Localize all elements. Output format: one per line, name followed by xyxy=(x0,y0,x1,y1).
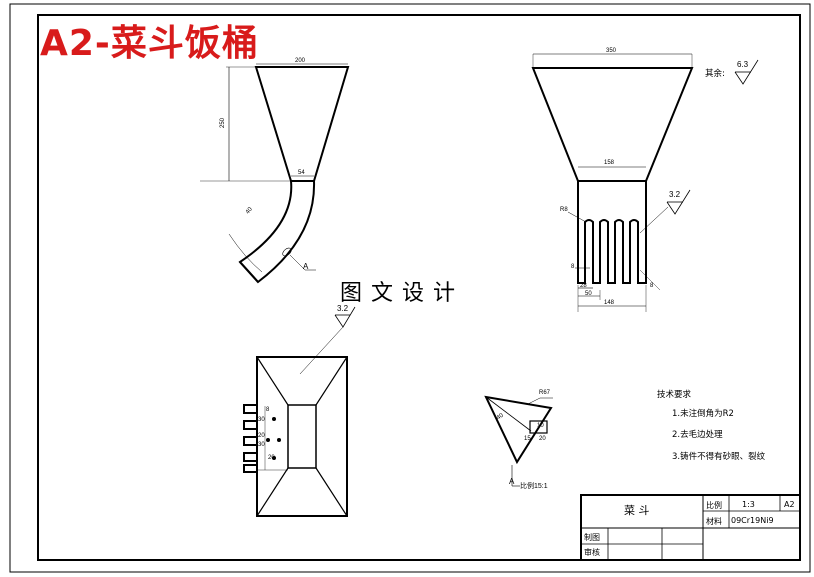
scale-value: 1:3 xyxy=(742,500,755,509)
dim-plan-d: 30 xyxy=(258,442,265,448)
tech-note-2: 2.去毛边处理 xyxy=(672,430,723,440)
dim-front-top-width: 200 xyxy=(295,58,306,64)
other-finish-label: 其余: xyxy=(705,69,725,79)
detail-view-a xyxy=(484,395,553,487)
scale-label: 比例 xyxy=(706,501,722,510)
material-value: 09Cr19Ni9 xyxy=(731,516,774,525)
tech-note-1: 1.未注倒角为R2 xyxy=(672,409,734,419)
dim-side-tooth-w3: 8 xyxy=(650,283,654,289)
dim-plan-e: 20 xyxy=(268,455,275,461)
tech-note-3: 3.铸件不得有砂眼、裂纹 xyxy=(672,452,766,462)
dim-front-neck: 54 xyxy=(298,170,305,176)
title-block xyxy=(580,494,801,561)
side-view xyxy=(531,53,694,312)
roughness-side-value: 3.2 xyxy=(669,190,681,199)
sheet-title: A2-菜斗饭桶 xyxy=(40,23,259,64)
dim-detail-c: 15 xyxy=(524,436,531,442)
dim-front-height: 250 xyxy=(220,117,227,129)
dim-side-total: 148 xyxy=(604,300,615,306)
dim-side-left: 8 xyxy=(571,264,575,270)
roughness-top-value: 3.2 xyxy=(337,304,349,313)
roughness-symbol-top xyxy=(299,306,356,375)
dim-detail-radius: R67 xyxy=(539,390,551,396)
top-view xyxy=(243,356,348,517)
watermark-text: 图文设计 xyxy=(340,281,465,306)
front-section-label: A xyxy=(303,262,309,271)
roughness-main-value: 6.3 xyxy=(737,60,749,69)
tech-notes-heading: 技术要求 xyxy=(657,390,692,400)
dim-detail-b: 10 xyxy=(537,423,544,429)
front-view xyxy=(200,63,350,284)
dim-side-tooth-w2: 50 xyxy=(585,291,592,297)
dim-side-radius: R8 xyxy=(560,207,568,213)
dim-side-neck-width: 158 xyxy=(604,160,615,166)
outer-frame xyxy=(9,3,811,573)
material-label: 材料 xyxy=(706,517,722,526)
drawn-label: 制图 xyxy=(584,533,600,542)
detail-label: A xyxy=(509,477,515,486)
dim-plan-a: 8 xyxy=(266,407,270,413)
inner-frame xyxy=(37,14,801,561)
roughness-symbol-side xyxy=(666,189,691,215)
roughness-symbol-main xyxy=(734,59,759,85)
dim-plan-c: 20 xyxy=(258,433,265,439)
dim-side-top-width: 350 xyxy=(606,48,617,54)
detail-scale: 比例15:1 xyxy=(520,483,548,490)
review-label: 审核 xyxy=(584,548,600,557)
sheet-size: A2 xyxy=(784,500,795,509)
part-name: 菜 斗 xyxy=(624,504,650,517)
dim-side-tooth-w1: 28 xyxy=(580,283,587,289)
dim-plan-b: 30 xyxy=(258,417,265,423)
dim-detail-d: 20 xyxy=(539,436,546,442)
